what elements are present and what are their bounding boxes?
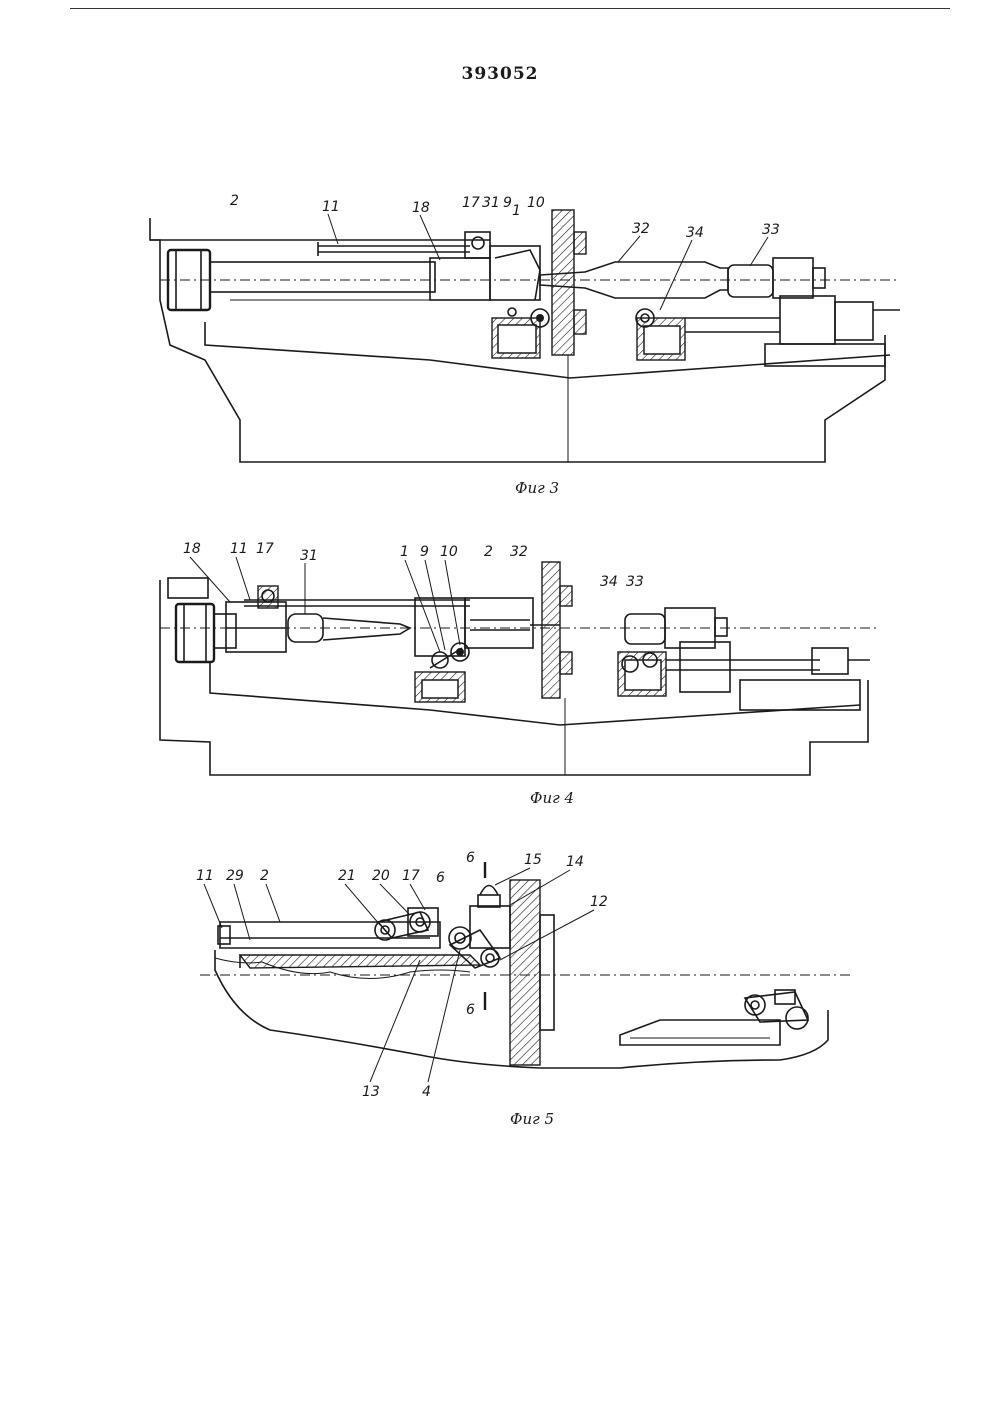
fig5-caption: Фиг 5 <box>510 1110 554 1128</box>
fig5-label: 6 <box>436 870 445 886</box>
fig3-label: 10 <box>527 195 545 211</box>
chuck <box>176 604 214 662</box>
fig5-label: 29 <box>226 868 244 884</box>
faceplate <box>542 562 560 698</box>
figure-4: 18 11 17 31 1 9 10 2 32 34 33 Фиг 4 <box>0 535 1000 820</box>
fig5-label: 2 <box>260 868 269 884</box>
fig4-caption: Фиг 4 <box>530 789 574 807</box>
bed-outline <box>160 580 868 775</box>
faceplate <box>510 880 540 1065</box>
fig3-label: 33 <box>762 222 780 238</box>
fig3-label: 31 <box>482 195 500 211</box>
fig5-label: 14 <box>566 854 584 870</box>
fig3-caption: Фиг 3 <box>515 479 559 497</box>
fig4-label: 32 <box>510 544 528 560</box>
fig3-label: 9 <box>503 195 512 211</box>
fig3-label: 34 <box>686 225 704 241</box>
fig5-label: 21 <box>338 868 356 884</box>
fig4-label: 17 <box>256 541 274 557</box>
fig4-label: 31 <box>300 548 318 564</box>
fig5-label: 6 <box>466 1002 475 1018</box>
bed-inner-line <box>205 322 890 378</box>
patent-number: 393052 <box>0 64 1000 84</box>
fig3-label: 11 <box>322 199 340 215</box>
carriage-18 <box>226 602 286 652</box>
fig5-label: 13 <box>362 1084 380 1100</box>
spindle <box>210 262 435 292</box>
fig4-label: 34 <box>600 574 618 590</box>
faceplate <box>552 210 574 355</box>
fig5-label: 12 <box>590 894 608 910</box>
fig4-label: 18 <box>183 541 201 557</box>
fig4-label: 2 <box>484 544 493 560</box>
fig4-label: 11 <box>230 541 248 557</box>
fig5-label: 15 <box>524 852 542 868</box>
table <box>620 1020 780 1045</box>
tool-block <box>470 906 510 948</box>
fig5-label: 11 <box>196 868 214 884</box>
carriage-2 <box>465 598 533 648</box>
fig4-label: 10 <box>440 544 458 560</box>
top-rule <box>70 8 950 9</box>
hatched-base <box>240 955 480 968</box>
fig5-label: 20 <box>372 868 390 884</box>
tailstock-33 <box>728 265 773 297</box>
tailstock-33 <box>625 614 665 644</box>
fig3-label: 2 <box>230 193 239 209</box>
fig3-label: 17 <box>462 195 480 211</box>
fig3-label: 18 <box>412 200 430 216</box>
fig4-label: 9 <box>420 544 429 560</box>
fig5-label: 17 <box>402 868 420 884</box>
fig4-label: 1 <box>400 544 409 560</box>
figure-5: 11 29 2 21 20 17 6 6 15 14 12 6 13 4 Фиг… <box>0 845 1000 1135</box>
fig3-label: 1 <box>512 203 521 219</box>
fig4-label: 33 <box>626 574 644 590</box>
fig5-label: 4 <box>422 1084 431 1100</box>
figure-3: 2 11 18 17 31 9 1 10 32 34 33 Фиг 3 <box>0 170 1000 510</box>
fig3-label: 32 <box>632 221 650 237</box>
fig5-label: 6 <box>466 850 475 866</box>
carriage-18 <box>430 258 490 300</box>
